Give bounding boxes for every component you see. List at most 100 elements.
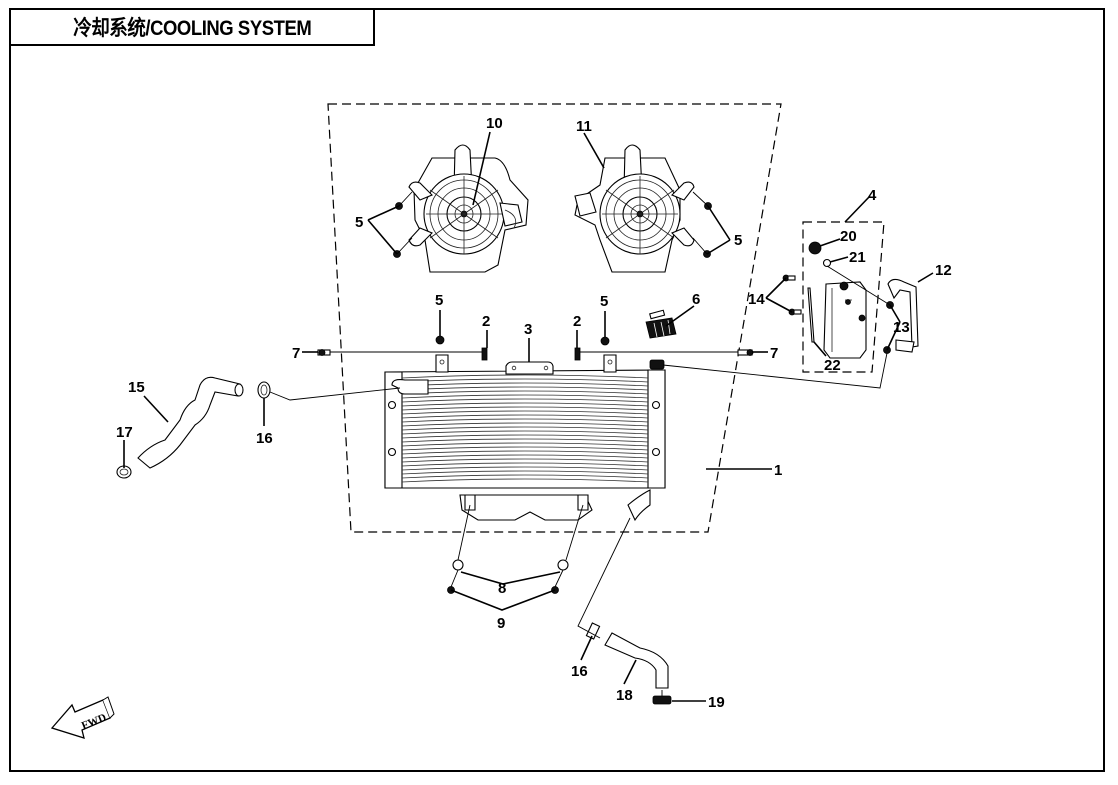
callout-11: 11 <box>576 118 592 135</box>
bolt-left[interactable] <box>317 349 331 356</box>
radiator-fin-line <box>401 454 649 459</box>
leader-20 <box>819 238 841 247</box>
radiator-fin-line <box>401 474 649 479</box>
upper-hose[interactable] <box>137 376 244 469</box>
radiator-fin-line <box>401 390 649 395</box>
leader-4 <box>844 195 871 223</box>
clamp-lower-end-19[interactable] <box>652 695 672 705</box>
radiator-fin-line <box>401 422 649 427</box>
radiator-fin-line <box>401 406 649 411</box>
nut-top-left[interactable] <box>435 335 445 345</box>
callout-5-top-right: 5 <box>600 293 608 310</box>
radiator-fin-line <box>401 410 649 415</box>
radiator-fin-line <box>401 418 649 423</box>
nut-top-right[interactable] <box>600 336 610 346</box>
callout-5-top-left: 5 <box>435 292 443 309</box>
bushing-right[interactable] <box>557 559 569 571</box>
title-box: 冷却系统/COOLING SYSTEM <box>9 8 375 46</box>
leader-5-right <box>706 205 731 255</box>
group-boundary-main <box>327 103 782 533</box>
leader-22 <box>813 341 827 357</box>
grommet-left[interactable] <box>481 347 488 361</box>
callout-17: 17 <box>116 424 133 441</box>
callout-7-left: 7 <box>292 345 300 362</box>
callout-2-right: 2 <box>573 313 581 330</box>
callout-6: 6 <box>692 291 700 308</box>
callout-16-lower: 16 <box>571 663 588 680</box>
callout-21: 21 <box>849 249 866 266</box>
leader-6 <box>665 305 695 327</box>
callout-12: 12 <box>935 262 952 279</box>
leader-5-left <box>367 205 400 255</box>
radiator-fin-line <box>401 402 649 407</box>
radiator-fin-line <box>401 382 649 387</box>
callout-9: 9 <box>497 615 505 632</box>
callout-5-fan-right: 5 <box>734 232 742 249</box>
grommet-right[interactable] <box>574 347 581 361</box>
leader-14 <box>765 277 793 313</box>
overflow-tube[interactable] <box>807 287 815 343</box>
callout-4: 4 <box>868 187 877 204</box>
callout-14: 14 <box>748 291 765 308</box>
leader-21 <box>829 256 849 263</box>
callout-15: 15 <box>128 379 145 396</box>
filler-neck <box>649 359 665 370</box>
reservoir-hose[interactable] <box>887 278 919 353</box>
callout-7-right: 7 <box>770 345 778 362</box>
radiator-fin-line <box>401 394 649 399</box>
radiator-fin-line <box>401 462 649 467</box>
radiator-fin-line <box>401 374 649 379</box>
callout-22: 22 <box>824 357 841 374</box>
fan-right[interactable] <box>574 144 695 273</box>
lower-hose[interactable] <box>604 489 669 689</box>
callout-3: 3 <box>524 321 532 338</box>
leader-8 <box>460 571 561 585</box>
radiator-fin-line <box>401 426 649 431</box>
leader-11 <box>583 132 605 169</box>
leader-10 <box>472 131 491 206</box>
radiator-fin-line <box>401 442 649 447</box>
radiator[interactable] <box>384 369 666 521</box>
radiator-fin-line <box>401 470 649 475</box>
radiator-fin-line <box>401 434 649 439</box>
callout-2-left: 2 <box>482 313 490 330</box>
radiator-fin-line <box>401 458 649 463</box>
radiator-fin-line <box>401 466 649 471</box>
radiator-fin-line <box>401 446 649 451</box>
callout-18: 18 <box>616 687 633 704</box>
callout-5-fan-left: 5 <box>355 214 363 231</box>
radiator-fin-line <box>401 430 649 435</box>
reservoir-tank[interactable] <box>823 281 867 359</box>
callout-19: 19 <box>708 694 725 711</box>
bracket[interactable] <box>505 361 554 375</box>
group-boundary-reservoir <box>802 221 885 373</box>
reservoir-bolt-upper[interactable] <box>782 274 796 282</box>
leader-15 <box>143 395 169 423</box>
radiator-fin-line <box>401 414 649 419</box>
leader-16-lower <box>580 635 593 661</box>
leader-12 <box>917 272 934 283</box>
reservoir-cap[interactable] <box>808 241 822 255</box>
radiator-fin-line <box>401 378 649 383</box>
radiator-fin-line <box>401 478 649 483</box>
forward-direction-arrow: FWD <box>50 696 115 739</box>
callout-13: 13 <box>893 319 910 336</box>
leader-9 <box>450 589 556 611</box>
radiator-fin-line <box>401 438 649 443</box>
clamp-lower-16[interactable] <box>585 622 601 640</box>
radiator-fin-line <box>401 398 649 403</box>
callout-8: 8 <box>498 580 506 597</box>
callout-10: 10 <box>486 115 503 132</box>
callout-16-upper: 16 <box>256 430 273 447</box>
callout-1: 1 <box>774 462 782 479</box>
bolt-right[interactable] <box>737 349 754 356</box>
diagram-frame <box>9 8 1105 772</box>
radiator-cap[interactable] <box>645 309 677 339</box>
fan-left[interactable] <box>408 144 529 273</box>
reservoir-seal[interactable] <box>822 258 832 268</box>
clamp-upper-16[interactable] <box>257 381 271 399</box>
callout-20: 20 <box>840 228 857 245</box>
leader-13 <box>886 304 901 351</box>
bushing-left[interactable] <box>452 559 464 571</box>
